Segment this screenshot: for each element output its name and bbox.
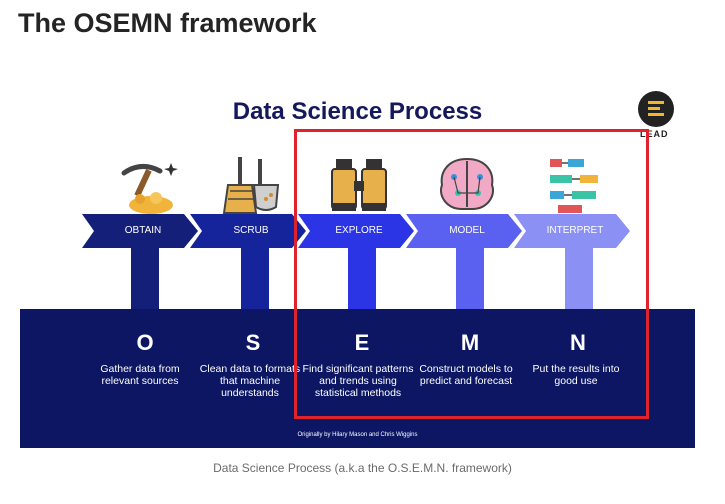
- step-letter-o: O: [136, 330, 154, 355]
- lead-logo-icon: [638, 91, 674, 127]
- section-heading: The OSEMN framework: [18, 8, 317, 38]
- highlight-box: [294, 129, 649, 419]
- ribbon-scrub: [190, 214, 306, 248]
- brain-network-icon: [440, 157, 494, 210]
- data-science-process-figure: Data Science Process LEAD: [20, 80, 695, 448]
- step-label-obtain: OBTAIN: [124, 225, 162, 236]
- stem-explore: [348, 240, 376, 310]
- pickaxe-gold-icon: [121, 163, 178, 214]
- stem-obtain: [131, 240, 159, 310]
- ribbon-interpret: [514, 214, 630, 248]
- stem-scrub: [241, 240, 269, 310]
- step-letter-m: M: [460, 330, 480, 355]
- broom-dustpan-icon: [222, 157, 280, 214]
- process-band: [20, 309, 695, 448]
- binoculars-icon: [331, 159, 387, 211]
- step-label-scrub: SCRUB: [233, 225, 269, 236]
- step-letter-n: N: [570, 330, 586, 355]
- ribbon-obtain: [82, 214, 198, 248]
- step-label-explore: EXPLORE: [335, 225, 383, 236]
- step-letter-e: E: [354, 330, 370, 355]
- ribbon-model: [406, 214, 522, 248]
- stem-model: [456, 240, 484, 310]
- figure-caption: Data Science Process (a.k.a the O.S.E.M.…: [213, 461, 512, 475]
- figure-title: Data Science Process: [232, 98, 483, 125]
- step-label-model: MODEL: [449, 225, 485, 236]
- step-label-interpret: INTERPRET: [546, 225, 604, 236]
- step-letter-s: S: [245, 330, 261, 355]
- logo-text: LEAD: [640, 129, 669, 139]
- stem-interpret: [565, 240, 593, 310]
- flowchart-icon: [550, 159, 598, 213]
- figure-credit: Originally by Hilary Mason and Chris Wig…: [297, 432, 418, 438]
- ribbon-explore: [298, 214, 414, 248]
